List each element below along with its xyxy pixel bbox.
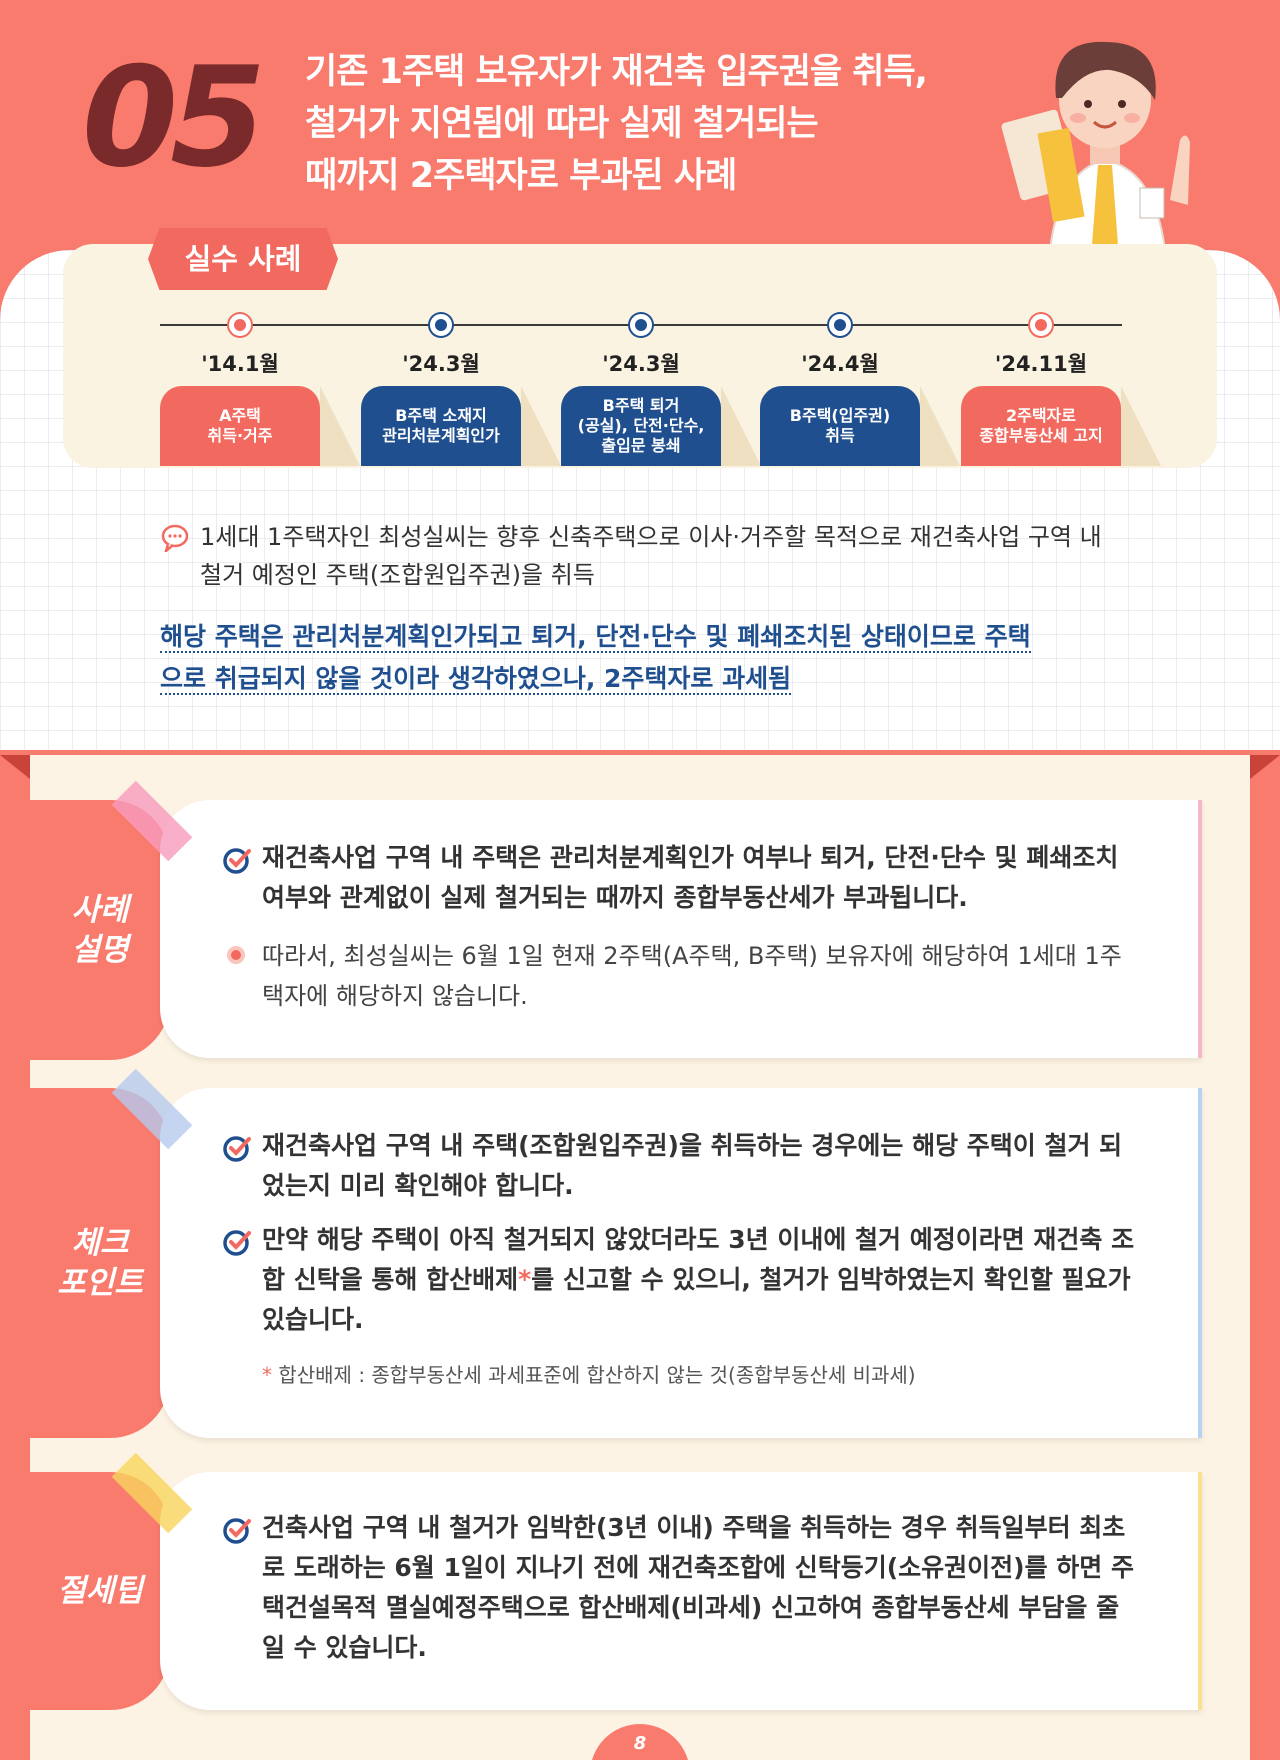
check-icon bbox=[223, 1136, 251, 1162]
explanation-check: 재건축사업 구역 내 주택은 관리처분계획인가 여부나 퇴거, 단전·단수 및 … bbox=[262, 843, 1119, 912]
page-title: 기존 1주택 보유자가 재건축 입주권을 취득, 철거가 지연됨에 따라 실제 … bbox=[305, 46, 1035, 202]
check-icon bbox=[223, 1518, 251, 1544]
timeline-dot bbox=[1030, 314, 1052, 336]
case-number: 05 bbox=[82, 37, 266, 198]
timeline-dot bbox=[829, 314, 851, 336]
character-illustration bbox=[1001, 41, 1190, 250]
timeline-date: '24.3월 bbox=[402, 352, 480, 376]
case-highlight: 해당 주택은 관리처분계획인가되고 퇴거, 단전·단수 및 폐쇄조치된 상태이므… bbox=[160, 616, 1130, 700]
section-label-checkpoint: 체크 포인트 bbox=[30, 1088, 170, 1438]
highlight-line: 해당 주택은 관리처분계획인가되고 퇴거, 단전·단수 및 폐쇄조치된 상태이므… bbox=[160, 622, 1031, 653]
timeline-event: B주택(입주권) 취득 bbox=[760, 386, 920, 466]
checkpoint-check-2: 만약 해당 주택이 아직 철거되지 않았더라도 3년 이내에 철거 예정이라면 … bbox=[262, 1220, 1142, 1340]
check-icon bbox=[223, 1230, 251, 1256]
timeline-event: B주택 소재지 관리처분계획인가 bbox=[361, 386, 521, 466]
checkpoint-check-1: 재건축사업 구역 내 주택(조합원입주권)을 취득하는 경우에는 해당 주택이 … bbox=[262, 1131, 1123, 1200]
timeline-event: A주택 취득·거주 bbox=[160, 386, 320, 466]
footnote-star: * bbox=[262, 1363, 272, 1387]
panel-edge bbox=[1198, 800, 1202, 1058]
explanation-point: 따라서, 최성실씨는 6월 1일 현재 2주택(A주택, B주택) 보유자에 해… bbox=[262, 942, 1122, 1010]
bullet-dot-icon bbox=[227, 946, 245, 964]
title-line: 때까지 2주택자로 부과된 사례 bbox=[305, 156, 737, 196]
panel-edge bbox=[1198, 1088, 1202, 1438]
tip-panel bbox=[160, 1472, 1202, 1710]
timeline-dot bbox=[229, 314, 251, 336]
timeline-date: '14.1월 bbox=[201, 352, 279, 376]
timeline-date: '24.11월 bbox=[994, 352, 1088, 376]
section-label-explanation: 사례 설명 bbox=[30, 800, 170, 1060]
highlight-line: 으로 취급되지 않을 것이라 생각하였으나, 2주택자로 과세됨 bbox=[160, 664, 792, 695]
check-text: 를 신고할 수 있으니, 철거가 임박하였는지 확인할 필요가 있습니다. bbox=[262, 1265, 1131, 1334]
case-tag: 실수 사례 bbox=[184, 242, 302, 276]
header: 05 기존 1주택 보유자가 재건축 입주권을 취득, 철거가 지연됨에 따라 … bbox=[0, 0, 1280, 250]
timeline-date: '24.4월 bbox=[801, 352, 879, 376]
corner-fold bbox=[0, 755, 30, 779]
case-description: 1세대 1주택자인 최성실씨는 향후 신축주택으로 이사·거주할 목적으로 재건… bbox=[200, 523, 1102, 589]
timeline-dot bbox=[630, 314, 652, 336]
timeline-date: '24.3월 bbox=[602, 352, 680, 376]
panel-edge bbox=[1198, 1472, 1202, 1710]
title-line: 기존 1주택 보유자가 재건축 입주권을 취득, bbox=[305, 52, 928, 92]
title-line: 철거가 지연됨에 따라 실제 철거되는 bbox=[305, 104, 819, 144]
corner-fold bbox=[1250, 755, 1280, 779]
timeline-event: 2주택자로 종합부동산세 고지 bbox=[961, 386, 1121, 466]
checkpoint-panel bbox=[160, 1088, 1202, 1438]
case-tag-shape bbox=[148, 228, 338, 290]
tip-check: 건축사업 구역 내 철거가 임박한(3년 이내) 주택을 취득하는 경우 취득일… bbox=[262, 1513, 1134, 1662]
explanation-panel bbox=[160, 800, 1202, 1058]
speech-bubble-icon bbox=[161, 524, 189, 552]
footnote-marker: * bbox=[518, 1265, 532, 1294]
footnote: * 합산배제 : 종합부동산세 과세표준에 합산하지 않는 것(종합부동산세 비… bbox=[262, 1360, 916, 1390]
timeline-event: B주택 퇴거 (공실), 단전·단수, 출입문 봉쇄 bbox=[561, 386, 721, 466]
footnote-text: 합산배제 : 종합부동산세 과세표준에 합산하지 않는 것(종합부동산세 비과세… bbox=[272, 1363, 916, 1387]
check-text: 만약 해당 주택이 아직 철거되지 않았더라도 3년 이내에 철거 예정이라면 … bbox=[262, 1225, 1135, 1294]
check-icon bbox=[223, 848, 251, 874]
timeline-dot bbox=[430, 314, 452, 336]
